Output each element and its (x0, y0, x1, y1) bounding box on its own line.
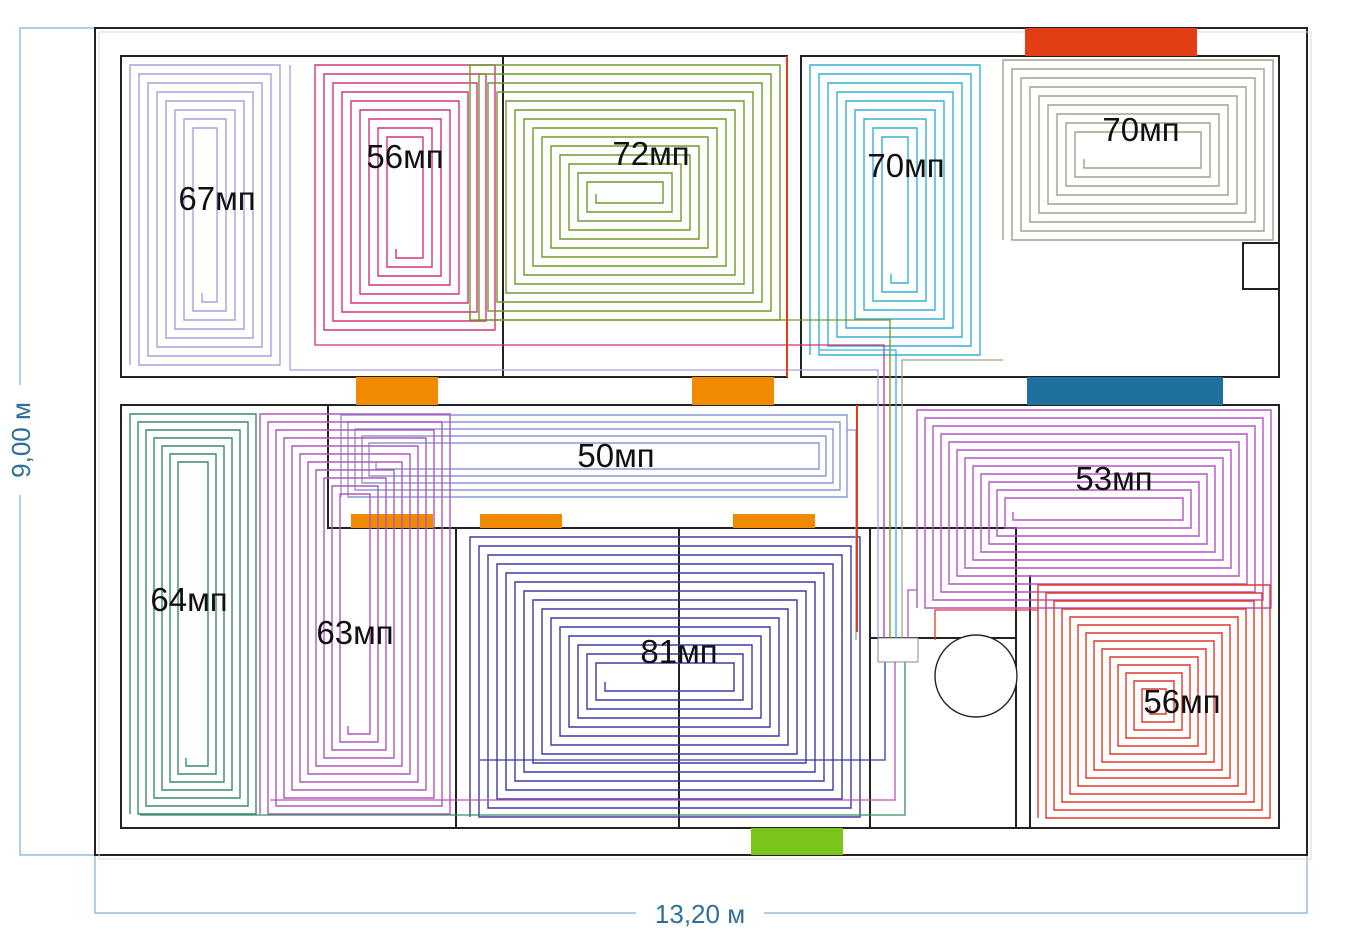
heating-loop-loop-53 (916, 409, 1272, 609)
supply-pipe-loop-64 (140, 660, 906, 816)
door-marker (733, 514, 815, 528)
door-marker (480, 514, 562, 528)
loop-label-72: 72мп (612, 135, 689, 172)
heating-loop-loop-63 (259, 413, 451, 815)
supply-pipes (140, 56, 1038, 816)
heating-loop-loop-81 (469, 536, 861, 818)
supply-pipe-loop-81 (480, 660, 886, 761)
heating-loop-loop-72 (469, 64, 781, 321)
supply-pipe-loop-53 (907, 589, 917, 640)
heating-loop-loop-64 (129, 413, 257, 815)
supply-pipe-loop-70-left (820, 349, 897, 640)
heating-loops (129, 59, 1274, 819)
supply-pipe-loop-67 (289, 65, 879, 640)
heating-loop-loop-56-bottom (1037, 584, 1271, 819)
radiator-red (1025, 28, 1197, 56)
loop-label-56-bottom: 56мп (1143, 683, 1220, 720)
manifold (877, 637, 919, 663)
door-marker (351, 514, 433, 528)
supply-pipe-loop-70-right (901, 359, 1003, 640)
width-dimension: 13,20 м (655, 899, 745, 929)
loop-label-81: 81мп (640, 633, 717, 670)
boiler-circle (934, 634, 1018, 718)
heating-loop-loop-70-left (809, 64, 981, 356)
door-marker (356, 377, 438, 405)
supply-pipe-loop-72 (469, 310, 891, 640)
door-marker (692, 377, 774, 405)
loop-label-67: 67мп (178, 180, 255, 217)
loop-label-70-left: 70мп (867, 147, 944, 184)
heating-loop-loop-67 (129, 64, 281, 366)
height-dimension: 9,00 м (6, 402, 36, 478)
riser-pipe (786, 56, 858, 632)
supply-pipe-loop-56-bottom (934, 609, 1038, 640)
heating-loop-loop-50 (340, 414, 848, 498)
loop-label-70-right: 70мп (1102, 111, 1179, 148)
loop-label-64: 64мп (150, 581, 227, 618)
supply-pipe-loop-63 (270, 660, 896, 801)
loop-label-63: 63мп (316, 614, 393, 651)
supply-pipe-loop-56-top (314, 330, 885, 640)
heating-loop-loop-56-top (314, 64, 496, 331)
loop-label-56-top: 56мп (366, 138, 443, 175)
entrance-marker (751, 828, 843, 855)
loop-labels: 67мп 56мп 72мп 70мп 70мп 50мп 53мп 64мп … (150, 111, 1220, 720)
loop-label-50: 50мп (577, 437, 654, 474)
loop-label-53: 53мп (1075, 460, 1152, 497)
radiator-blue (1027, 377, 1223, 405)
heating-loop-loop-70-right (1002, 59, 1274, 241)
openings (351, 28, 1223, 855)
